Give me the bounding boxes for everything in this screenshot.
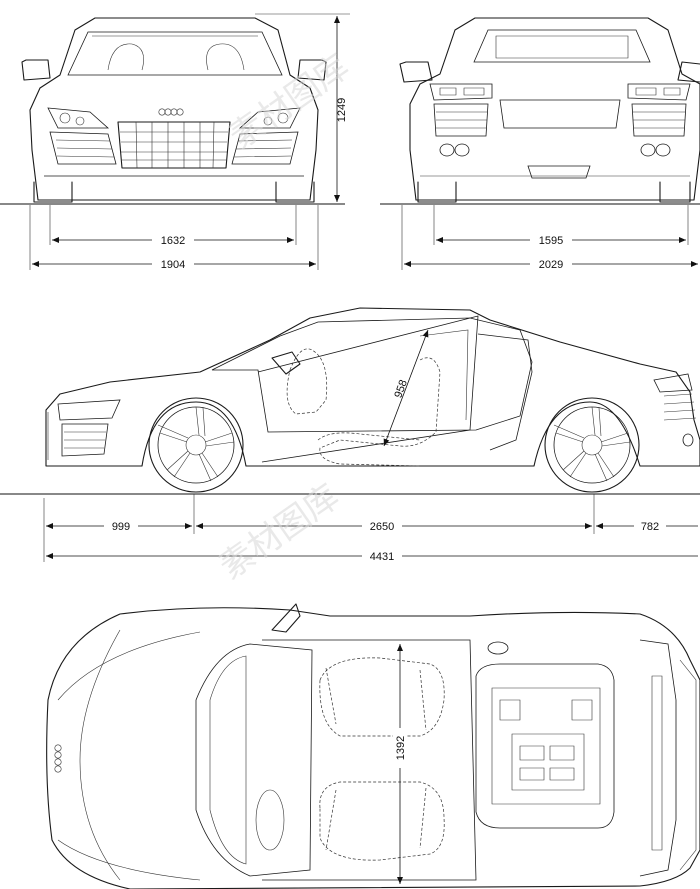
rear-width-dimension: 2029 bbox=[401, 205, 698, 271]
dim-rear-width-label: 2029 bbox=[539, 259, 563, 271]
side-dimensions: 999 2650 782 4431 bbox=[43, 494, 698, 563]
dim-front-overhang-label: 999 bbox=[112, 521, 130, 533]
front-view bbox=[21, 17, 327, 203]
height-dimension: 1249 bbox=[255, 13, 350, 202]
rear-view bbox=[399, 17, 700, 203]
front-track-dimension: 1632 bbox=[49, 205, 297, 247]
front-width-dimension: 1904 bbox=[29, 205, 319, 271]
top-view bbox=[46, 603, 700, 889]
rear-track-dimension: 1595 bbox=[433, 205, 689, 247]
dim-rear-track-label: 1595 bbox=[539, 235, 563, 247]
dim-rear-overhang-label: 782 bbox=[641, 521, 659, 533]
dim-wheelbase-label: 2650 bbox=[370, 521, 394, 533]
dim-front-width-label: 1904 bbox=[161, 259, 185, 271]
dim-length-label: 4431 bbox=[370, 551, 394, 563]
dim-top-width-label: 1392 bbox=[395, 736, 407, 760]
top-width-dimension: 1392 bbox=[393, 644, 407, 884]
dim-front-track-label: 1632 bbox=[161, 235, 185, 247]
watermark-text-2: 素材图库 bbox=[212, 477, 346, 588]
side-view bbox=[45, 307, 700, 493]
seat-height-dimension: 958 bbox=[383, 329, 429, 447]
dim-height-label: 1249 bbox=[336, 98, 348, 122]
dim-seat-height-label: 958 bbox=[392, 378, 410, 399]
